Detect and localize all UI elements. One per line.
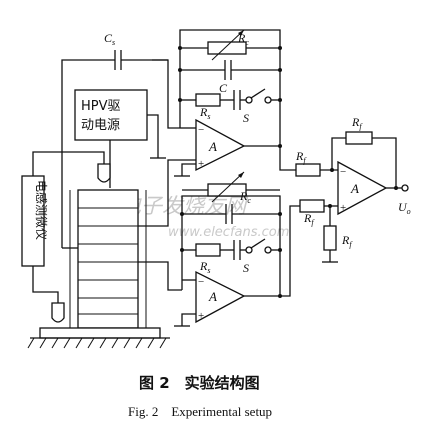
amp1-out-wire [279,146,296,171]
label-rs-top: Rs [199,105,210,121]
caption-en: Fig. 2 Experimental setup [128,404,272,419]
base-plate [39,327,161,339]
switch-s-top-contact1 [245,96,253,104]
op-amp-3-plus: + [340,202,346,214]
caption-cn: 图 2 实验结构图 [139,374,260,392]
label-rc-bottom: Rc [239,189,251,205]
amp2-plus-to-ground [181,313,196,326]
switch-s-bottom-contact1 [245,246,253,254]
stack-to-amp1-wire [138,159,196,227]
hpv-label-line2: 动电源 [81,118,120,133]
hpv-drive-power-box [74,89,148,141]
hpv-label-line1: HPV驱 [81,99,121,114]
label-s-bottom: S [243,261,249,275]
op-amp-3-minus: − [340,166,346,178]
hpv-wire [147,114,159,158]
op-amp-2-label: A [208,289,217,304]
op-amp-1 [195,118,246,172]
input-wire-amp1 [152,59,180,129]
amp3-feedback-left [331,137,346,170]
amp1-plus-to-ground [181,163,196,176]
inductance-micrometer-label: 电感测微仪 [34,180,49,240]
op-amp-1-label: A [208,139,217,154]
label-s-top: S [243,111,249,125]
op-amp-3-label: A [350,181,359,196]
bottom-probe [51,302,65,323]
label-rc-top: Rc [237,31,249,47]
feedback-wire-top [179,29,281,146]
label-uo: Uo [398,200,411,216]
label-c-top: C [219,81,228,95]
resistor-rf-ground [323,225,337,251]
switch-s-top-contact2 [264,96,272,104]
label-rf-ground: Rf [341,233,353,249]
cs-left-wire [61,59,115,248]
amp2-out-wire [280,205,300,297]
op-amp-2 [195,270,246,324]
op-amp-1-plus: + [198,158,204,170]
op-amp-1-minus: − [198,124,204,136]
op-amp-2-minus: − [198,276,204,288]
label-rf-in2: Rf [303,211,315,227]
label-cs: Cs [104,31,115,47]
stack-to-amp2-wire [138,261,182,291]
micrometer-bottom-wire [32,266,59,303]
label-rs-bottom: Rs [199,259,210,275]
op-amp-3 [337,160,388,216]
resistor-rs-bottom [195,243,221,257]
label-rf-in1: Rf [295,149,307,165]
micrometer-top-wire [32,151,105,176]
resistor-rf-in1 [295,163,321,177]
piezo-stack [77,189,139,329]
amp3-feedback-right [372,137,397,188]
switch-s-bottom-contact2 [264,246,272,254]
label-rf-feedback: Rf [351,115,363,131]
switch-s-top-blade [250,88,266,99]
switch-s-bottom-blade [250,238,266,249]
top-probe [97,163,111,183]
resistor-rf-feedback [345,131,373,145]
output-terminal [401,184,409,192]
watermark-url: www.elecfans.com [168,225,289,240]
ground-hatch [27,337,167,349]
op-amp-2-plus: + [198,310,204,322]
